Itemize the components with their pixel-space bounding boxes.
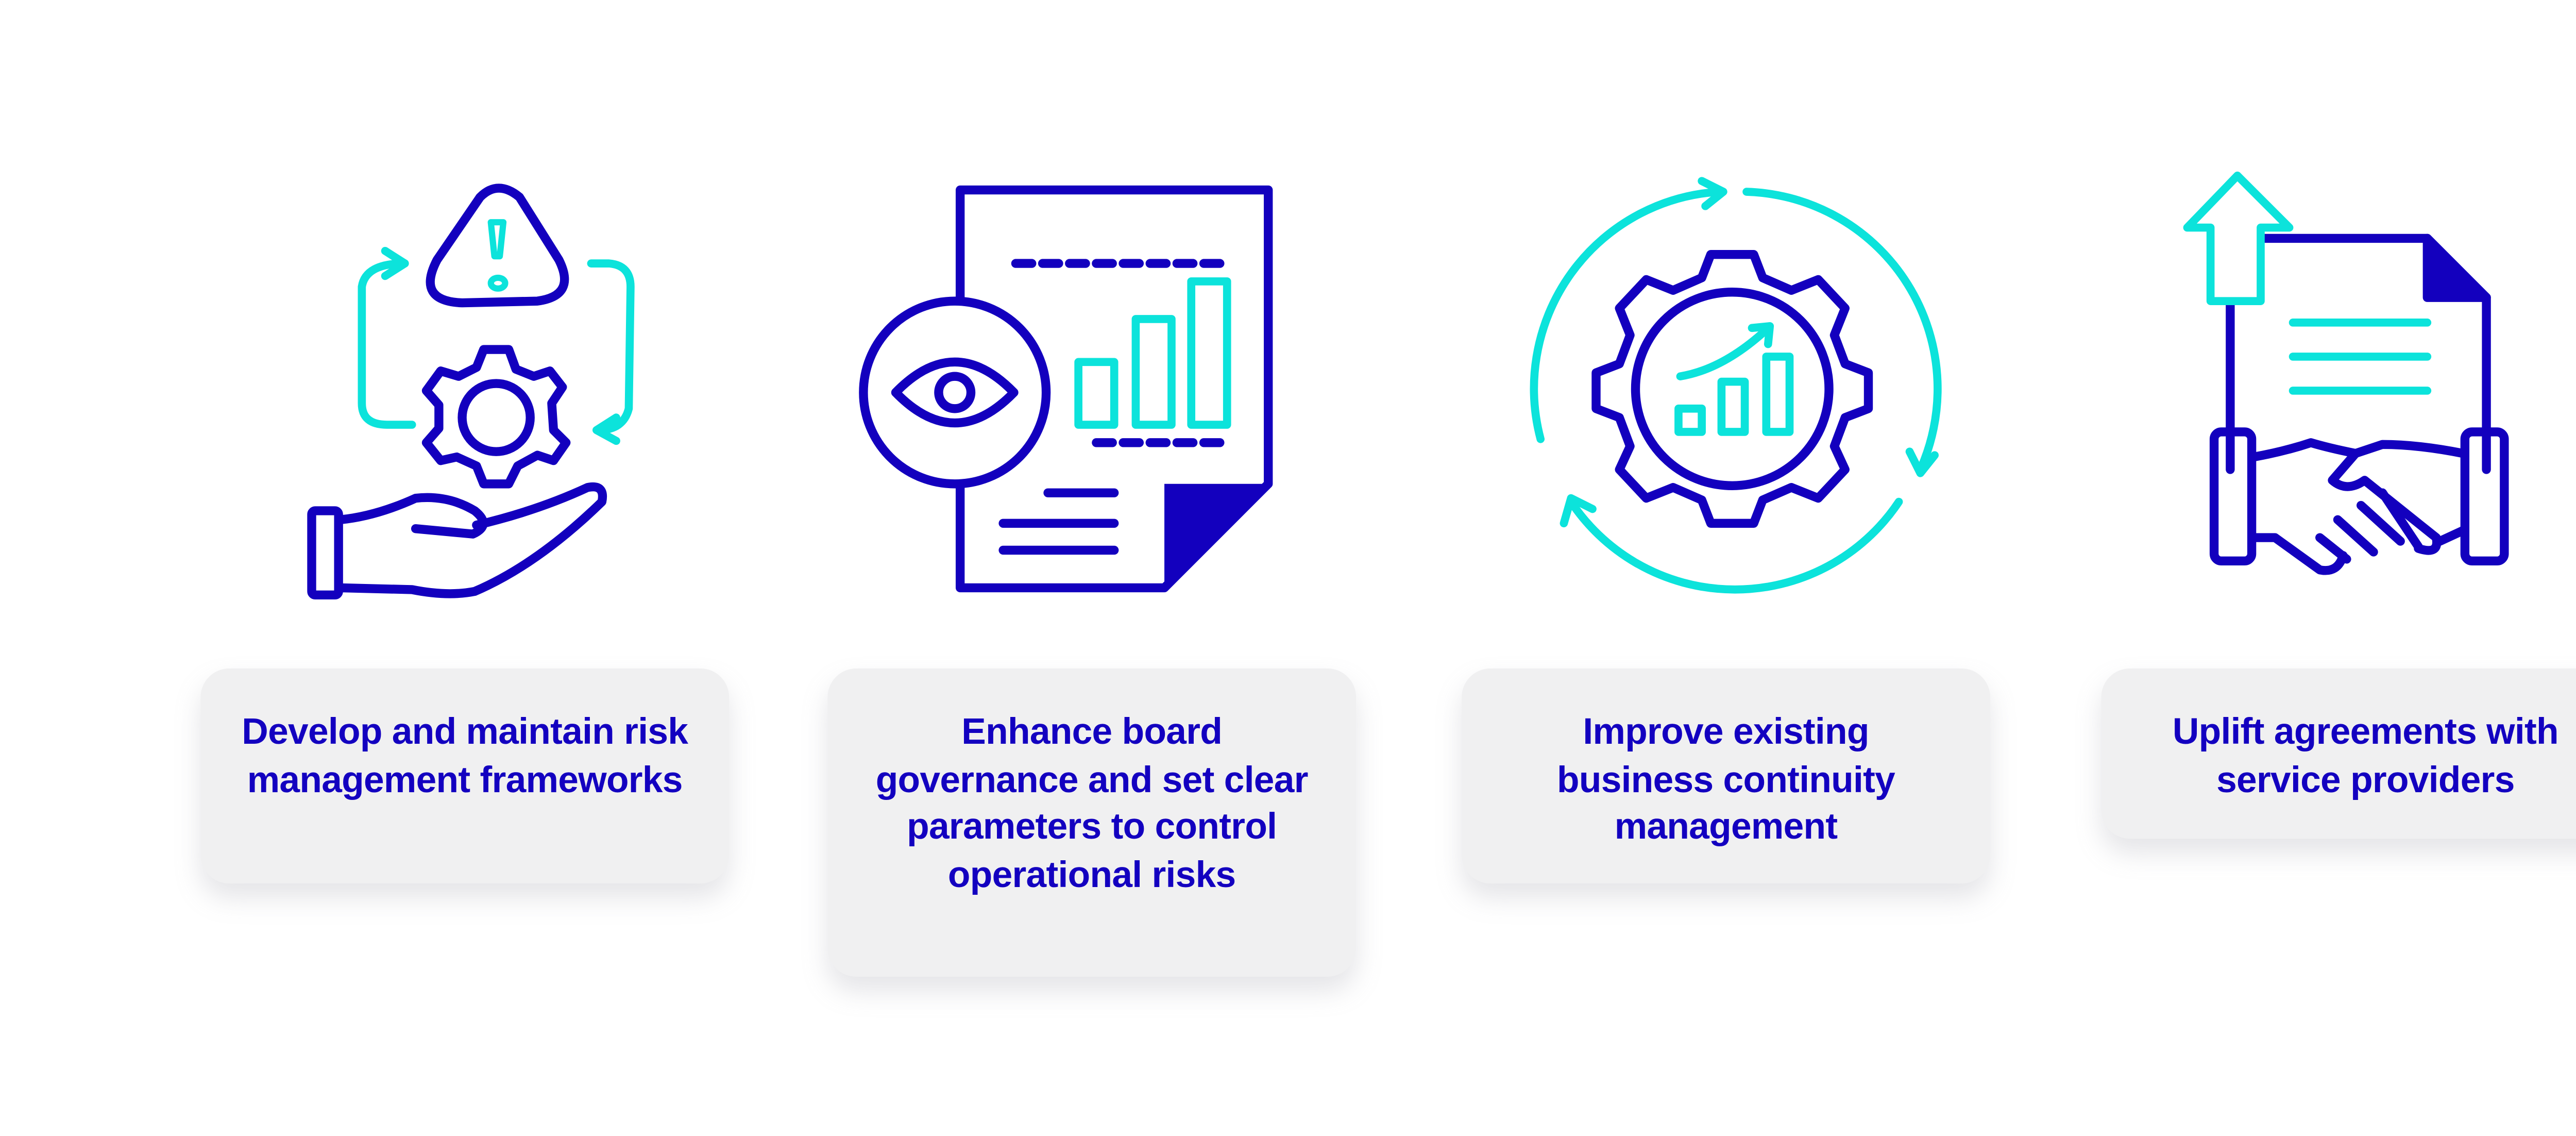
- hand-gear-warning-icon: [307, 183, 635, 600]
- card-service-agreements: Uplift agreements with service providers: [2101, 668, 2576, 839]
- handshake-agreement-upload-icon: [2183, 171, 2509, 575]
- card-business-continuity: Improve existing business continuity man…: [1462, 668, 1990, 884]
- gear-cycle-growth-icon: [1530, 177, 1942, 594]
- card-label: Uplift agreements with service providers: [2172, 711, 2559, 800]
- card-label: Enhance board governance and set clear p…: [875, 711, 1309, 895]
- document-eye-chart-icon: [859, 185, 1273, 593]
- card-label: Develop and maintain risk management fra…: [242, 711, 688, 800]
- card-risk-frameworks: Develop and maintain risk management fra…: [200, 668, 730, 884]
- card-board-governance: Enhance board governance and set clear p…: [827, 668, 1357, 977]
- card-label: Improve existing business continuity man…: [1557, 711, 1895, 848]
